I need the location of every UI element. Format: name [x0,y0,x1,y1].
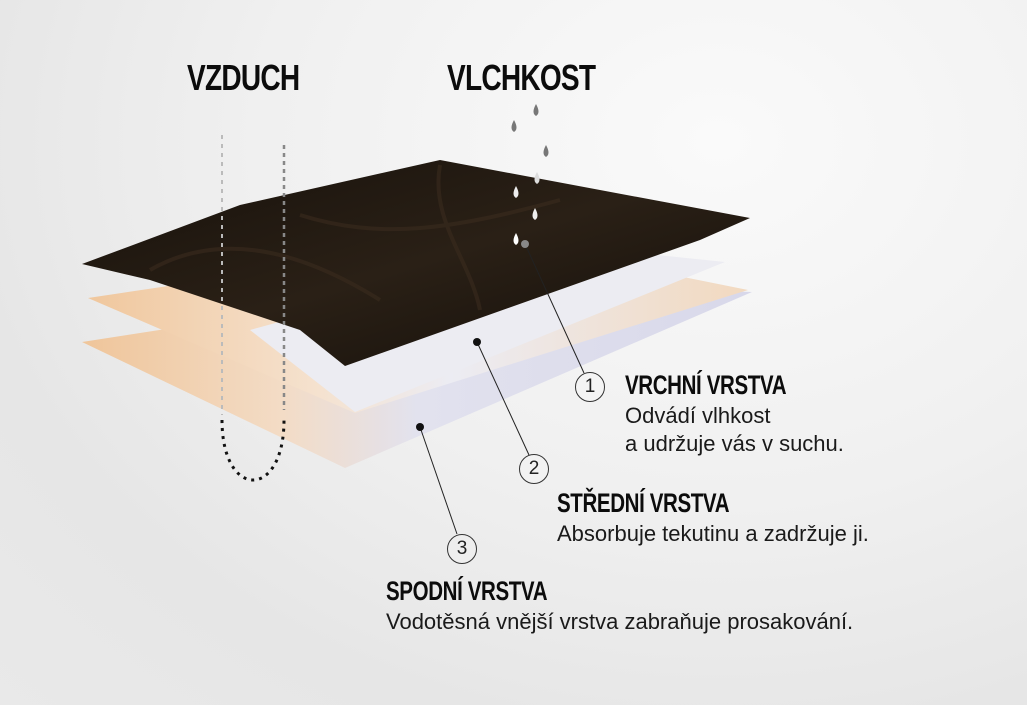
middle-layer-white [250,245,725,412]
layer-3-marker [416,423,424,431]
layer-2-number: 2 [519,454,549,484]
leader-lines [419,243,585,535]
layer-2-description: Absorbuje tekutinu a zadržuje ji. [557,521,869,546]
layer-1-title: VRCHNÍ VRSTVA [625,370,787,400]
layer-1-description-line-1: Odvádí vlhkost [625,403,771,428]
layer-3-description: Vodotěsná vnější vrstva zabraňuje prosak… [386,609,854,634]
moisture-droplets-icon [511,104,549,245]
layer-2-marker [473,338,481,346]
layer-2-title: STŘEDNÍ VRSTVA [557,488,730,518]
layer-3-title: SPODNÍ VRSTVA [386,576,548,606]
moisture-heading: VLCHKOST [447,57,596,98]
air-heading: VZDUCH [187,57,300,98]
top-layer [82,160,750,366]
layer-3-number: 3 [447,534,477,564]
layer-1-description-line-2: a udržuje vás v suchu. [625,431,844,456]
air-flow-lines [220,135,286,482]
layer-1-marker [521,240,529,248]
layer-1-number: 1 [575,372,605,402]
